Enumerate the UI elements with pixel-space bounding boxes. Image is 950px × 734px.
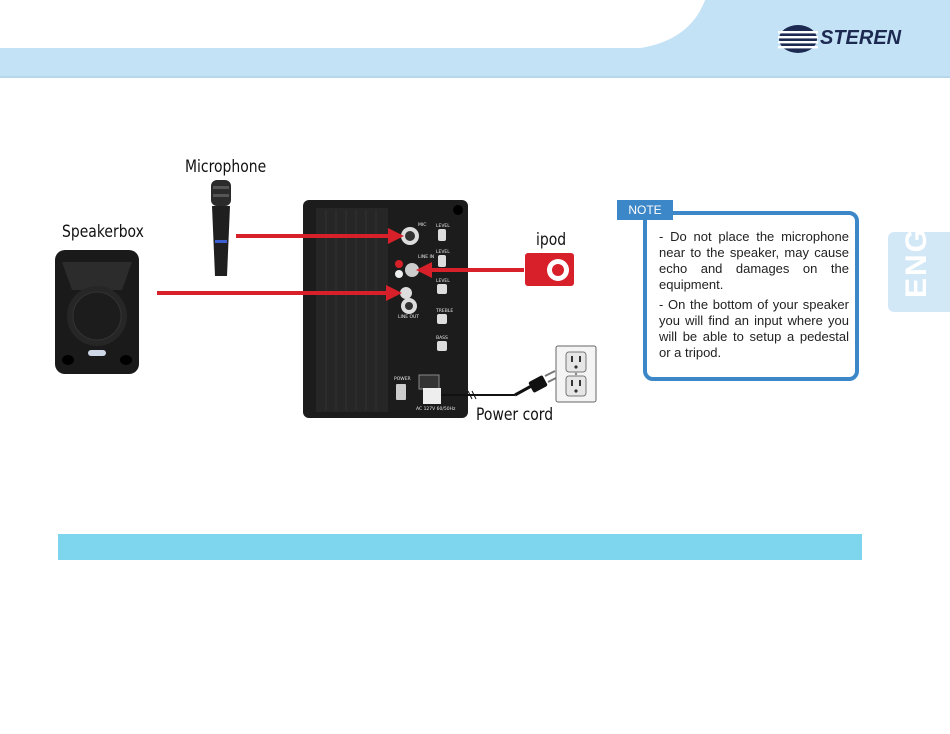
- panel-level-2-label: LEVEL: [436, 249, 450, 255]
- power-cord-label: Power cord: [476, 405, 554, 425]
- note-box: - Do not place the microphone near to th…: [643, 211, 859, 381]
- note-tag: NOTE: [617, 200, 673, 220]
- microphone-icon: [211, 180, 231, 276]
- microphone-label: Microphone: [185, 157, 267, 177]
- section-bar: [58, 534, 862, 560]
- speaker-back-panel: [303, 200, 468, 418]
- wall-outlet-icon: [555, 345, 597, 403]
- panel-bass-label: BASS: [436, 335, 448, 341]
- panel-ac-label: AC 127V 60/50Hz: [416, 406, 456, 412]
- panel-level-1-label: LEVEL: [436, 223, 450, 229]
- ipod-icon: [525, 253, 574, 286]
- speakerbox-cable-arrow: [157, 285, 402, 301]
- speakerbox-icon: [55, 250, 139, 374]
- mic-cable-arrow: [236, 228, 404, 244]
- brand-logo: STEREN: [778, 22, 910, 56]
- ipod-label: ipod: [536, 230, 567, 250]
- panel-level-3-label: LEVEL: [436, 278, 450, 284]
- language-tab: ENG: [888, 227, 950, 312]
- note-paragraph-2: - On the bottom of your speaker you will…: [659, 297, 849, 360]
- panel-treble-label: TREBLE: [435, 308, 453, 314]
- panel-mic-label: MIC: [418, 222, 426, 228]
- speakerbox-label: Speakerbox: [62, 222, 144, 242]
- panel-power-label: POWER: [394, 376, 411, 382]
- brand-name: STEREN: [820, 27, 902, 49]
- note-paragraph-1: - Do not place the microphone near to th…: [659, 229, 849, 292]
- panel-line-out-label: LINE OUT: [398, 314, 419, 320]
- steren-logo-icon: [778, 25, 818, 53]
- ipod-cable-arrow: [416, 262, 524, 278]
- panel-line-in-label: LINE IN: [418, 254, 434, 260]
